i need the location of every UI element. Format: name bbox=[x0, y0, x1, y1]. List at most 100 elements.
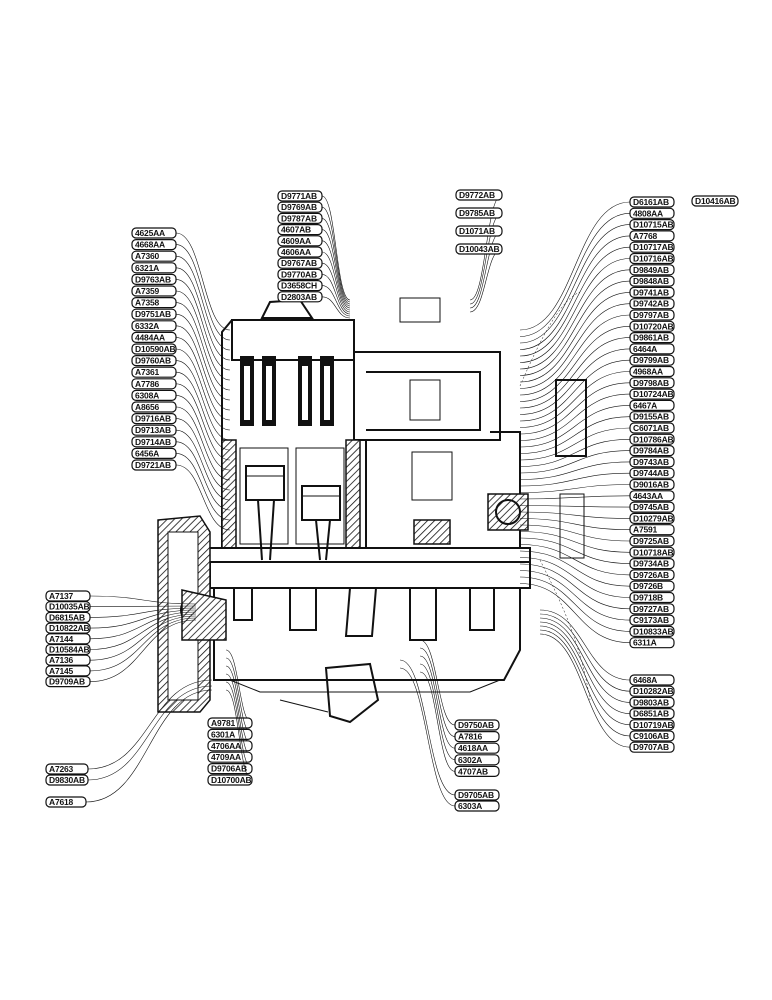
part-tag-box bbox=[629, 445, 675, 457]
part-number-label: 4808AA bbox=[633, 208, 663, 218]
leader-line bbox=[89, 615, 197, 661]
leader-line bbox=[419, 655, 456, 749]
part-tag-box bbox=[131, 297, 177, 309]
part-tag-box bbox=[131, 320, 177, 332]
part-tag-box bbox=[45, 601, 91, 613]
part-number-label: D10416AB bbox=[695, 196, 736, 206]
part-tag-box bbox=[629, 591, 675, 604]
part-number-label: D9707AB bbox=[633, 742, 669, 752]
part-tag-box bbox=[629, 569, 675, 581]
part-tag-box bbox=[131, 459, 177, 471]
part-tag-box bbox=[454, 789, 500, 801]
part-number-label: D9849AB bbox=[633, 265, 669, 275]
part-tag-box bbox=[629, 422, 675, 434]
part-callout: D1071AB bbox=[455, 225, 503, 309]
part-number-label: D10035AB bbox=[49, 602, 90, 612]
part-tag-box bbox=[207, 751, 253, 763]
leader-line bbox=[519, 303, 631, 389]
part-number-label: 6321A bbox=[135, 263, 159, 273]
part-tag-box bbox=[277, 268, 323, 280]
part-tag-box bbox=[455, 225, 503, 237]
leader-line bbox=[519, 557, 631, 598]
part-number-label: D10716AB bbox=[633, 254, 674, 264]
leader-line bbox=[175, 302, 231, 391]
part-number-label: A7359 bbox=[135, 286, 160, 296]
part-callout: D9763AB bbox=[131, 273, 231, 371]
leader-line bbox=[175, 406, 231, 481]
part-callout: D9861AB bbox=[519, 332, 675, 409]
part-callout: D9771AB bbox=[277, 190, 351, 301]
part-tag-box bbox=[629, 557, 675, 570]
part-callout: D9830AB bbox=[45, 685, 213, 786]
part-number-label: 4706AA bbox=[211, 741, 241, 751]
leader-line bbox=[519, 531, 631, 553]
part-tag-box bbox=[277, 212, 323, 224]
part-tag-box bbox=[629, 674, 675, 686]
part-number-label: A7816 bbox=[458, 732, 483, 742]
leader-line bbox=[87, 679, 213, 770]
part-tag-box bbox=[45, 665, 91, 677]
leader-line bbox=[321, 218, 351, 305]
part-callout: D9716AB bbox=[131, 413, 231, 491]
part-number-label: C9106AB bbox=[633, 731, 669, 741]
part-callout: D2803AB bbox=[277, 291, 351, 319]
part-callout: 6302A bbox=[419, 663, 500, 766]
leader-line bbox=[321, 195, 351, 301]
part-tag-box bbox=[629, 377, 675, 389]
part-tag-box bbox=[629, 546, 675, 558]
part-tag-box bbox=[629, 230, 675, 242]
part-number-label: C6071AB bbox=[633, 423, 669, 433]
part-callout: D10786AB bbox=[519, 433, 675, 467]
part-callout: A7360 bbox=[131, 250, 231, 351]
leader-line bbox=[519, 416, 631, 454]
leader-line bbox=[519, 235, 631, 350]
leader-line bbox=[175, 383, 231, 461]
part-tag-box bbox=[629, 741, 675, 753]
leader-line bbox=[175, 395, 231, 471]
part-number-label: A7145 bbox=[49, 666, 74, 676]
part-callout: A7145 bbox=[45, 617, 197, 677]
part-callout: D9798AB bbox=[519, 377, 675, 435]
part-callout: D9016AB bbox=[519, 478, 675, 493]
part-callout: C9106AB bbox=[539, 629, 675, 742]
part-callout: D9849AB bbox=[519, 264, 675, 370]
leader-line bbox=[175, 325, 231, 411]
part-number-label: D9785AB bbox=[459, 208, 495, 218]
part-tag-box bbox=[131, 413, 177, 425]
part-callout: D9797AB bbox=[519, 309, 675, 396]
part-number-label: 4668AA bbox=[135, 240, 165, 250]
part-callout: A7358 bbox=[131, 297, 231, 391]
part-tag-box bbox=[629, 730, 675, 742]
leader-line bbox=[519, 505, 631, 508]
leader-line bbox=[175, 418, 231, 491]
part-number-label: A9781 bbox=[211, 718, 236, 728]
part-number-label: 4625AA bbox=[135, 228, 165, 238]
part-callout: A7144 bbox=[45, 611, 197, 645]
part-number-label: D9803AB bbox=[633, 697, 669, 707]
leader-line bbox=[89, 609, 197, 629]
part-tag-box bbox=[45, 774, 89, 786]
leader-line bbox=[175, 232, 231, 331]
part-tag-box bbox=[629, 490, 675, 502]
leader-line bbox=[539, 633, 631, 748]
part-tag-box bbox=[45, 654, 91, 666]
part-tag-box bbox=[455, 207, 503, 219]
leader-line bbox=[321, 285, 351, 317]
part-tag-box bbox=[629, 252, 675, 265]
part-tag-box bbox=[629, 707, 675, 720]
leader-line bbox=[519, 524, 631, 542]
leader-line bbox=[519, 427, 631, 461]
part-number-label: D9734AB bbox=[633, 559, 669, 569]
part-tag-box bbox=[629, 241, 675, 253]
part-callout: 4606AA bbox=[277, 246, 351, 311]
leader-line bbox=[519, 461, 631, 480]
part-number-label: D3658CH bbox=[281, 281, 317, 291]
part-number-label: 4709AA bbox=[211, 752, 241, 762]
part-callout: D9707AB bbox=[539, 633, 675, 753]
leader-line bbox=[539, 629, 631, 737]
part-tag-box bbox=[277, 201, 323, 213]
part-callout: C6071AB bbox=[519, 422, 675, 461]
leader-line bbox=[539, 609, 631, 681]
part-callout: D9745AB bbox=[519, 501, 675, 513]
part-tag-box bbox=[277, 190, 323, 202]
